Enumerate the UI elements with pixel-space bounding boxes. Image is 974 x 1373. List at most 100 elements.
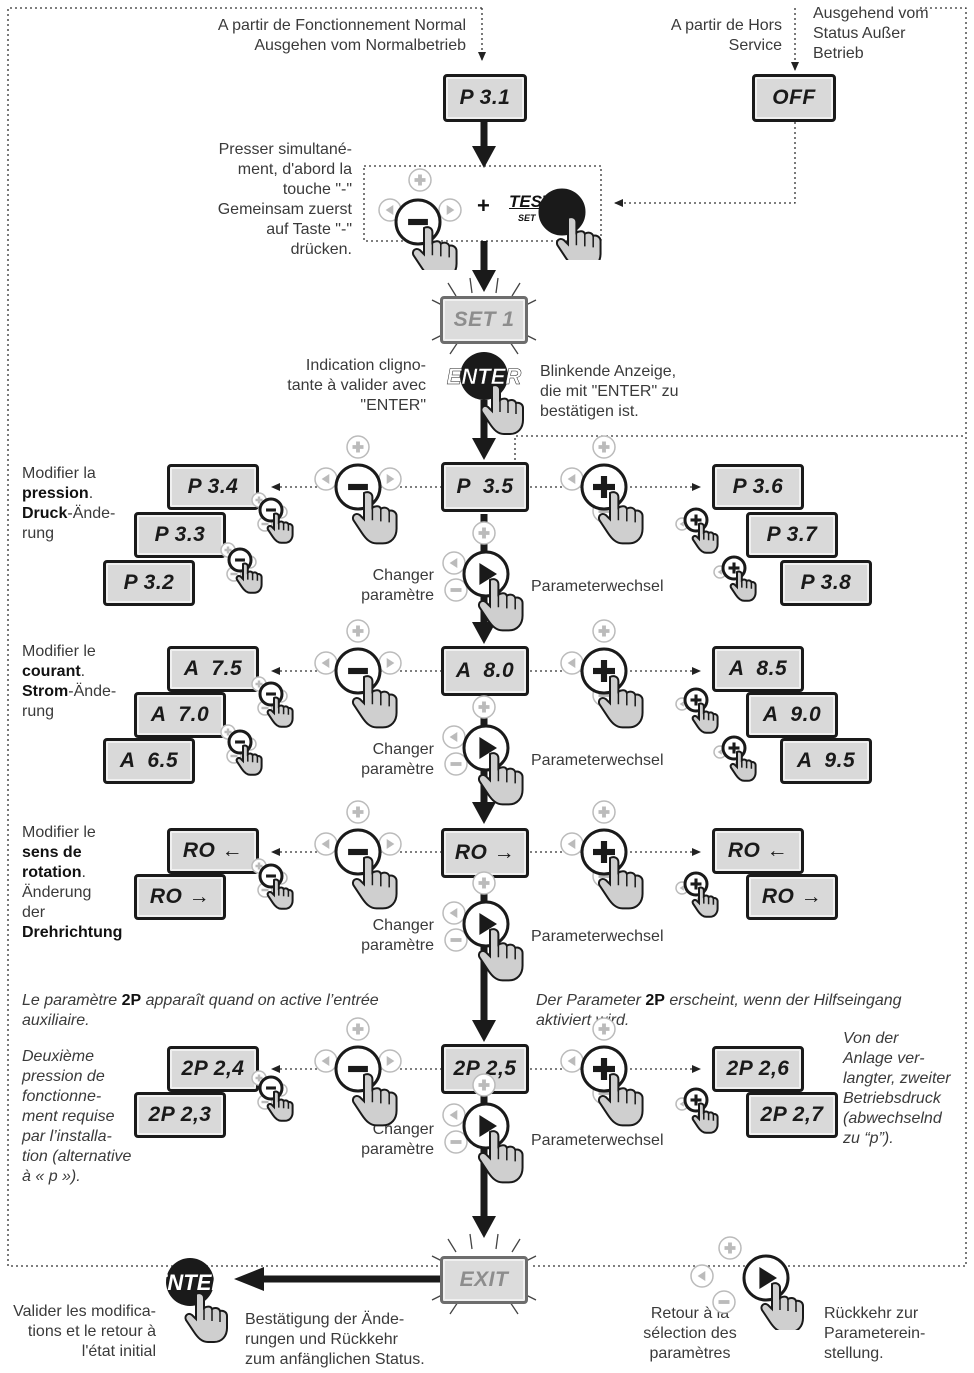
back-de-1: Rückkehr zur — [824, 1305, 919, 1322]
aux-de-b: 2P — [645, 992, 665, 1009]
blink-fr-line3: "ENTER" — [360, 397, 426, 414]
display-2p26: 2P 2,6 — [712, 1046, 804, 1092]
back-fr: Retour à la sélection des paramètres — [630, 1304, 750, 1364]
current-label: Modifier le courant. Strom-Ände- rung — [22, 642, 132, 722]
bottom-de-2: rungen und Rückkehr — [245, 1331, 398, 1348]
plus-key-row1 — [560, 435, 644, 545]
minus-key-row3 — [314, 800, 402, 910]
next-param-key-3 — [442, 871, 524, 982]
pressure-line4: rung — [22, 525, 55, 542]
blink-fr: Indication cligno- tante à valider avec … — [250, 356, 426, 416]
from-off-fr-line2: Service — [728, 37, 782, 54]
enter-key-bottom-with-hand: ENTER — [153, 1258, 228, 1343]
bottom-fr: Valider les modifica- tions et le retour… — [0, 1302, 156, 1362]
press-line5: auf Taste "-" — [266, 221, 352, 238]
from-normal-label: A partir de Fonctionnement Normal Ausgeh… — [160, 16, 466, 56]
pressure-bold-de: Druck — [22, 505, 68, 522]
rotation-bold-2: rotation — [22, 864, 82, 881]
rotation-dot: . — [81, 864, 86, 881]
press-line4: Gemeinsam zuerst — [217, 201, 352, 218]
display-exit: EXIT — [440, 1256, 528, 1304]
rotation-line4: Änderung — [22, 884, 92, 901]
press-instructions: Presser simultané- ment, d'abord la touc… — [170, 140, 352, 260]
display-ro-left-r: RO ← — [712, 828, 804, 874]
change-de-1: Parameterwechsel — [531, 578, 664, 595]
bottom-de: Bestätigung der Ände- rungen und Rückkeh… — [245, 1310, 475, 1370]
from-off-de-line1: Ausgehend vom — [813, 5, 929, 22]
aux-fr-b: 2P — [121, 992, 142, 1009]
current-line4: rung — [22, 703, 55, 720]
next-param-key-1 — [442, 521, 524, 632]
second-pressure-de: Von der Anlage ver- langter, zweiter Bet… — [843, 1029, 971, 1149]
small-plus-key-p2 — [713, 555, 757, 602]
next-param-key-2 — [442, 695, 524, 806]
back-de-3: stellung. — [824, 1345, 884, 1362]
small-minus-key-a2 — [220, 724, 263, 776]
display-2p24: 2P 2,4 — [167, 1046, 259, 1092]
change-de-4: Parameterwechsel — [531, 1132, 664, 1149]
current-line1: Modifier le — [22, 643, 96, 660]
back-de-2: Parameterein- — [824, 1325, 926, 1342]
blink-fr-line1: Indication cligno- — [305, 357, 426, 374]
rotation-label: Modifier le sens de rotation. Änderung d… — [22, 823, 142, 943]
bottom-fr-1: Valider les modifica- — [13, 1303, 156, 1320]
current-bold-fr: courant — [22, 663, 81, 680]
current-bold-de: Strom — [22, 683, 69, 700]
from-off-de-line3: Betrieb — [813, 45, 864, 62]
from-normal-de: Ausgehen vom Normalbetrieb — [254, 37, 466, 54]
aux-fr-d: auxiliaire. — [22, 1012, 90, 1029]
change-fr-2: Changer paramètre — [334, 740, 434, 780]
display-p32: P 3.2 — [103, 560, 195, 606]
display-a85: A 8.5 — [712, 646, 804, 692]
blink-de-line1: Blinkende Anzeige, — [540, 363, 677, 380]
minus-key-row2 — [314, 619, 402, 729]
blink-de: Blinkende Anzeige, die mit "ENTER" zu be… — [540, 362, 720, 422]
display-ro-right-l: RO → — [134, 874, 226, 920]
next-param-key-4 — [442, 1073, 524, 1184]
pressure-line3: -Ände- — [67, 505, 116, 522]
aux-de-c: erscheint, wenn der Hilfseingang — [664, 992, 902, 1009]
minus-key-row1 — [314, 435, 402, 545]
display-p34: P 3.4 — [167, 464, 259, 510]
small-plus-key-a2 — [713, 735, 757, 782]
press-line6: drücken. — [290, 241, 352, 258]
from-off-fr-line1: A partir de Hors — [670, 17, 782, 34]
change-fr-line2: paramètre — [361, 761, 434, 778]
bottom-de-1: Bestätigung der Ände- — [245, 1311, 405, 1328]
pressure-dot: . — [88, 485, 94, 502]
change-fr-line1: Changer — [372, 741, 434, 758]
second-fr-6: tion (alternative — [22, 1148, 132, 1165]
second-fr-5: par l’installa- — [22, 1128, 112, 1145]
small-plus-key-2p1 — [675, 1087, 719, 1134]
rotation-line1: Modifier le — [22, 824, 96, 841]
second-de-6: zu “p”). — [843, 1130, 894, 1147]
pressure-label: Modifier la pression. Druck-Ände- rung — [22, 464, 132, 544]
small-minus-key-p1 — [251, 492, 294, 544]
svg-text:ENTER: ENTER — [153, 1270, 228, 1295]
change-fr-line2: paramètre — [361, 587, 434, 604]
from-normal-fr: A partir de Fonctionnement Normal — [217, 17, 466, 34]
press-line3: touche "-" — [282, 181, 352, 198]
small-plus-key-a1 — [675, 687, 719, 734]
press-line2: ment, d'abord la — [237, 161, 352, 178]
display-a65: A 6.5 — [103, 738, 195, 784]
display-ro-left-l: RO ← — [167, 828, 259, 874]
svg-text:ENTER: ENTER — [447, 364, 522, 389]
from-off-fr-label: A partir de Hors Service — [630, 16, 782, 56]
plus-sign: + — [477, 193, 490, 218]
bottom-fr-3: l'état initial — [81, 1343, 156, 1360]
display-set1: SET 1 — [440, 296, 528, 344]
aux-note-de: Der Parameter 2P erscheint, wenn der Hil… — [536, 991, 966, 1031]
bottom-fr-2: tions et le retour à — [27, 1323, 156, 1340]
display-a80: A 8.0 — [441, 646, 529, 696]
aux-fr-c: apparaît quand on active l’entrée — [141, 992, 379, 1009]
enter-key-with-hand: ENTER — [446, 352, 524, 435]
test-set-key-with-hand — [538, 188, 602, 260]
back-fr-2: sélection des — [643, 1325, 737, 1342]
from-off-de-label: Ausgehend vom Status Außer Betrieb — [813, 4, 963, 64]
second-fr-2: pression de — [22, 1068, 105, 1085]
display-off: OFF — [752, 74, 836, 122]
plus-key-row2 — [560, 619, 644, 729]
second-fr-1: Deuxième — [22, 1048, 95, 1065]
